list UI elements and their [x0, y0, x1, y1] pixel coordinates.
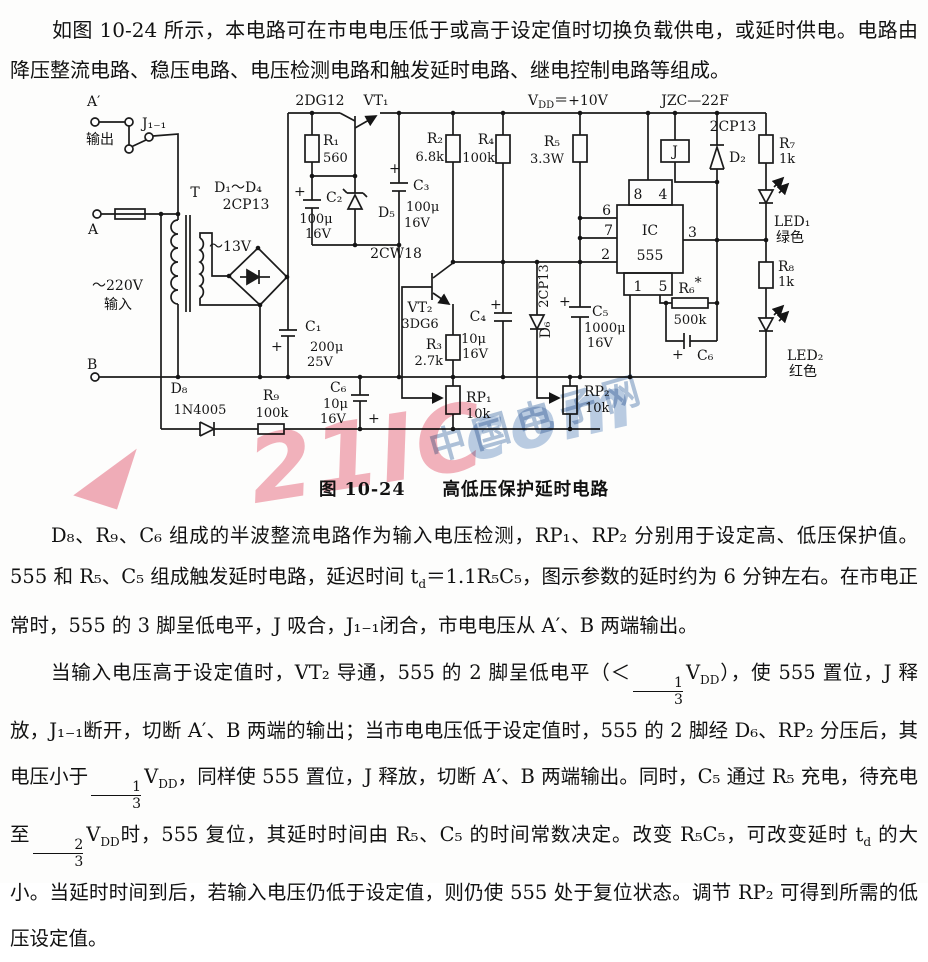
terminals	[90, 117, 154, 382]
label-c6a: C₆	[330, 380, 347, 396]
label-bridge: D₁～D₄	[214, 180, 262, 196]
label-d6-model: 2CP13	[537, 264, 552, 308]
label-c1-plus: +	[271, 339, 283, 355]
label-c6a-v1: 10μ	[323, 397, 348, 412]
label-r4: R₄	[478, 132, 495, 148]
label-rp2v: 10k	[585, 401, 610, 416]
label-c4v2: 16V	[462, 347, 489, 362]
label-led1: LED₁	[774, 214, 810, 230]
label-c3v2: 16V	[404, 216, 431, 231]
label-rp2: RP₂	[584, 384, 610, 400]
label-relay: J	[670, 144, 678, 160]
label-vt2: VT₂	[406, 300, 432, 316]
label-bridge-model: 2CP13	[223, 197, 270, 213]
label-led1-color: 绿色	[776, 229, 804, 246]
label-mains: ～220V	[92, 278, 144, 294]
label-r5v: 3.3W	[530, 152, 565, 167]
label-c2v1: 100μ	[299, 212, 332, 227]
label-r6v: 500k	[674, 313, 707, 328]
label-rp1: RP₁	[466, 390, 492, 406]
label-r3v: 2.7k	[414, 354, 443, 369]
label-vt1: VT₁	[362, 93, 388, 109]
label-b: B	[87, 357, 97, 373]
label-c5v1: 1000μ	[584, 321, 626, 336]
label-led2-color: 红色	[789, 363, 817, 380]
label-ic555: 555	[637, 248, 664, 264]
label-transformer: T	[190, 185, 200, 201]
label-d8-model: 1N4005	[174, 403, 227, 418]
label-a-prime: A′	[86, 94, 100, 110]
label-vt1-model: 2DG12	[295, 93, 344, 109]
label-r9: R₉	[263, 388, 280, 404]
label-c5: C₅	[592, 304, 609, 320]
label-d6: D₆	[538, 321, 554, 338]
label-c1: C₁	[305, 319, 321, 335]
label-pin8: 8	[634, 187, 643, 203]
label-pin7: 7	[604, 223, 613, 239]
label-mains-in: 输入	[104, 297, 132, 313]
circuit-schematic: 2DG12 VT₁ VDD＝+10V JZC—22F 2CP13 D₂ R₇ 1…	[86, 93, 823, 437]
label-c5v2: 16V	[587, 336, 614, 351]
label-d2: D₂	[729, 150, 746, 166]
label-pin1: 1	[634, 279, 643, 295]
label-r4v: 100k	[462, 151, 495, 166]
label-r2: R₂	[427, 131, 443, 147]
label-c2v2: 16V	[305, 227, 332, 242]
label-r8: R₈	[778, 259, 795, 275]
label-r1: R₁	[323, 133, 339, 149]
label-r8v: 1k	[778, 275, 794, 290]
label-r2v: 6.8k	[415, 150, 444, 165]
label-rp1v: 10k	[466, 407, 491, 422]
label-c6a-plus: +	[368, 411, 380, 427]
label-ic: IC	[642, 223, 658, 239]
component-labels: 2DG12 VT₁ VDD＝+10V JZC—22F 2CP13 D₂ R₇ 1…	[86, 93, 823, 427]
label-out: 输出	[86, 132, 114, 148]
label-pin6: 6	[602, 203, 611, 219]
label-led2: LED₂	[787, 348, 823, 364]
label-c2: C₂	[326, 190, 342, 206]
label-d8: D₈	[171, 381, 188, 397]
label-c4-plus: +	[490, 297, 502, 313]
label-c3v1: 100μ	[406, 200, 439, 215]
label-c1v1: 200μ	[310, 340, 343, 355]
label-j11: J₁₋₁	[140, 116, 166, 132]
label-c4: C₄	[470, 309, 487, 325]
label-r7: R₇	[779, 136, 796, 152]
label-pin4: 4	[659, 187, 668, 203]
label-sec-v: ～13V	[209, 239, 252, 255]
junction-dots	[158, 110, 769, 432]
label-d5-model: 2CW18	[370, 246, 422, 262]
label-r7v: 1k	[779, 152, 795, 167]
scanned-book-page: 如图 10-24 所示，本电路可在市电电压低于或高于设定值时切换负载供电，或延时…	[0, 18, 928, 950]
label-c2-plus: +	[294, 184, 306, 200]
label-c3-plus: +	[389, 161, 401, 177]
label-pin3: 3	[688, 225, 697, 241]
label-r6: R₆*	[678, 275, 701, 297]
label-pin5: 5	[659, 279, 668, 295]
label-c6a-v2: 16V	[320, 412, 347, 427]
label-pin2: 2	[601, 247, 610, 263]
label-r3: R₃	[426, 337, 442, 353]
label-c5-plus: +	[559, 294, 571, 310]
label-vdd: VDD＝+10V	[527, 93, 609, 111]
label-r5: R₅	[544, 134, 561, 150]
label-r1v: 560	[323, 151, 348, 166]
label-c6b-plus: +	[672, 347, 684, 363]
label-a: A	[87, 222, 99, 238]
intro-paragraph: 如图 10-24 所示，本电路可在市电电压低于或高于设定值时切换负载供电，或延时…	[10, 18, 918, 82]
figure-10-24: 2DG12 VT₁ VDD＝+10V JZC—22F 2CP13 D₂ R₇ 1…	[0, 90, 928, 462]
label-c4v1: 10μ	[461, 332, 486, 347]
label-c1v2: 25V	[307, 355, 334, 370]
label-r9v: 100k	[256, 406, 289, 421]
label-vt2-model: 3DG6	[401, 317, 438, 332]
label-c3: C₃	[413, 178, 429, 194]
label-d2-model: 2CP13	[710, 119, 757, 135]
label-relay-model: JZC—22F	[659, 93, 729, 109]
label-d5: D₅	[378, 205, 395, 221]
paragraph-2: D₈、R₉、C₆ 组成的半波整流电路作为输入电压检测，RP₁、RP₂ 分别用于设…	[10, 524, 918, 637]
label-c6b: C₆	[697, 348, 714, 364]
figure-caption: 图 10-24 高低压保护延时电路	[318, 480, 610, 500]
